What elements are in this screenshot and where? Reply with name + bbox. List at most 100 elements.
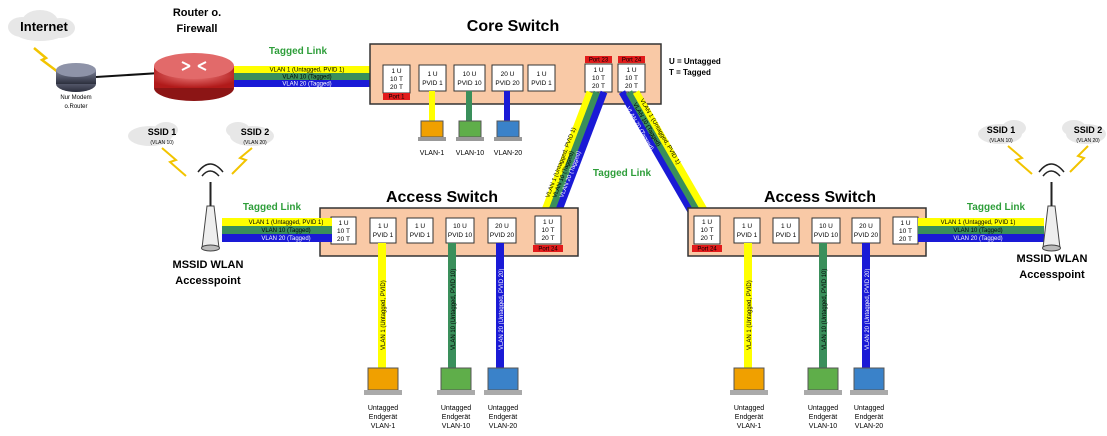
core-device-10: VLAN-10 (456, 150, 485, 157)
right-cable-vlan10-label: VLAN 10 (Untagged, PVID 10) (822, 269, 828, 350)
svg-text:SSID 1: SSID 1 (987, 125, 1016, 135)
svg-text:PVID 10: PVID 10 (814, 232, 839, 239)
right-ap-vlan1: VLAN 1 (Untagged, PVID 1) (941, 220, 1016, 226)
core-port-pvid1: 1 U PVID 1 (418, 64, 447, 92)
svg-text:1 U: 1 U (391, 68, 401, 75)
svg-text:(VLAN 10): (VLAN 10) (989, 138, 1013, 144)
ssid-cloud-left-2: SSID 2 (VLAN 20) (226, 122, 274, 146)
right-ap-label-2: Accesspoint (1019, 269, 1085, 281)
badge-port24: Port 24 (622, 58, 642, 64)
svg-text:10 T: 10 T (337, 228, 350, 235)
tagged-link-label-mid: Tagged Link (593, 168, 652, 179)
svg-text:20 U: 20 U (495, 223, 509, 230)
core-switch-title: Core Switch (467, 18, 559, 35)
svg-text:Endgerät: Endgerät (809, 414, 837, 421)
left-cable-vlan1-label: VLAN 1 (Untagged, PVID) (381, 280, 387, 350)
right-access-port-24: 1 U 10 T 20 T Port 24 (692, 215, 722, 253)
right-access-port-pvid1: 1 U PVID 1 (733, 217, 761, 244)
modem-icon (56, 63, 96, 92)
svg-text:VLAN-20: VLAN-20 (855, 423, 884, 430)
svg-text:PVID 1: PVID 1 (531, 80, 552, 87)
lightning-icon (161, 147, 187, 177)
ssid-cloud-right-1: SSID 1 (VLAN 10) (978, 120, 1026, 144)
tagged-link-label-right: Tagged Link (967, 202, 1026, 213)
laptop-icon (484, 367, 522, 395)
right-access-switch-body (687, 207, 927, 257)
right-ap-label-1: MSSID WLAN (1017, 253, 1088, 265)
svg-text:10 T: 10 T (592, 75, 605, 82)
laptop-icon (730, 367, 768, 395)
core-port-pvid1-b: 1 U PVID 1 (527, 64, 556, 92)
trunk-top-vlan20: VLAN 20 (Tagged) (282, 82, 331, 88)
left-access-port-1: 1 U 10 T 20 T (330, 216, 357, 245)
internet-cloud: Internet (8, 10, 75, 41)
right-cable-vlan20-label: VLAN 20 (Untagged, PVID 20) (865, 269, 871, 350)
svg-text:10 U: 10 U (463, 71, 477, 78)
svg-text:Untagged: Untagged (441, 405, 471, 412)
left-access-port-pvid1-b: 1 U PVID 1 (406, 217, 434, 244)
access-point-icon (197, 163, 224, 252)
right-access-title: Access Switch (764, 189, 876, 206)
lightning-icon (1007, 145, 1033, 175)
svg-text:1 U: 1 U (415, 223, 425, 230)
legend-untagged: U = Untagged (669, 57, 721, 66)
lightning-icon (231, 147, 253, 175)
svg-text:1 U: 1 U (536, 71, 546, 78)
svg-text:10 T: 10 T (899, 228, 912, 235)
svg-text:Untagged: Untagged (854, 405, 884, 412)
svg-text:PVID 10: PVID 10 (448, 232, 473, 239)
right-access-port-pvid1-b: 1 U PVID 1 (772, 217, 800, 244)
trunk-top-vlan10: VLAN 10 (Tagged) (282, 75, 331, 81)
left-ap-vlan10: VLAN 10 (Tagged) (261, 228, 310, 234)
right-ap-vlan10: VLAN 10 (Tagged) (953, 228, 1002, 234)
laptop-icon (804, 367, 842, 395)
svg-text:VLAN-10: VLAN-10 (442, 423, 471, 430)
svg-text:(VLAN 10): (VLAN 10) (150, 140, 174, 146)
svg-text:10 T: 10 T (701, 227, 714, 234)
laptop-icon (850, 367, 888, 395)
right-endpoint-labels: Untagged Endgerät VLAN-1 Untagged Endger… (734, 405, 884, 430)
router-core-trunk (234, 66, 384, 87)
svg-text:1 U: 1 U (742, 223, 752, 230)
svg-text:20 U: 20 U (501, 71, 515, 78)
left-access-port-24: 1 U 10 T 20 T Port 24 (533, 215, 563, 253)
svg-text:PVID 10: PVID 10 (457, 80, 482, 87)
laptop-icon (418, 120, 446, 141)
badge-port23: Port 23 (589, 58, 609, 64)
modem-label-1: Nur Modem (60, 95, 91, 101)
svg-text:1 U: 1 U (338, 220, 348, 227)
svg-text:PVID 20: PVID 20 (854, 232, 879, 239)
svg-text:20 U: 20 U (859, 223, 873, 230)
core-to-right-access-trunk (618, 90, 714, 222)
svg-text:1 U: 1 U (781, 223, 791, 230)
svg-text:VLAN-1: VLAN-1 (737, 423, 762, 430)
left-cable-vlan10-label: VLAN 10 (Untagged, PVID 10) (451, 269, 457, 350)
svg-text:20 T: 20 T (592, 83, 605, 90)
tagged-link-label-left: Tagged Link (243, 202, 302, 213)
left-cable-vlan20-label: VLAN 20 (Untagged, PVID 20) (499, 269, 505, 350)
svg-text:Untagged: Untagged (488, 405, 518, 412)
svg-text:1 U: 1 U (427, 71, 437, 78)
lightning-icon (33, 47, 59, 73)
left-access-title: Access Switch (386, 189, 498, 206)
trunk-top-vlan1: VLAN 1 (Untagged, PVID 1) (270, 68, 345, 74)
svg-text:20 T: 20 T (701, 235, 714, 242)
core-port-pvid20: 20 U PVID 20 (491, 64, 524, 92)
svg-text:1 U: 1 U (543, 219, 553, 226)
svg-text:20 T: 20 T (337, 236, 350, 243)
core-to-left-access-trunk (538, 90, 608, 220)
core-device-1: VLAN-1 (420, 150, 445, 157)
svg-text:1 U: 1 U (900, 220, 910, 227)
svg-text:10 T: 10 T (625, 75, 638, 82)
svg-text:VLAN-10: VLAN-10 (809, 423, 838, 430)
svg-text:(VLAN 20): (VLAN 20) (243, 140, 267, 146)
access-point-icon (1038, 163, 1065, 252)
svg-text:20 T: 20 T (625, 83, 638, 90)
laptop-icon (456, 120, 484, 141)
svg-text:Port 24: Port 24 (697, 247, 717, 253)
left-ap-vlan1: VLAN 1 (Untagged, PVID 1) (249, 220, 324, 226)
router-label-1: Router o. (173, 7, 221, 19)
svg-text:1 U: 1 U (626, 67, 636, 74)
svg-text:1 U: 1 U (702, 219, 712, 226)
